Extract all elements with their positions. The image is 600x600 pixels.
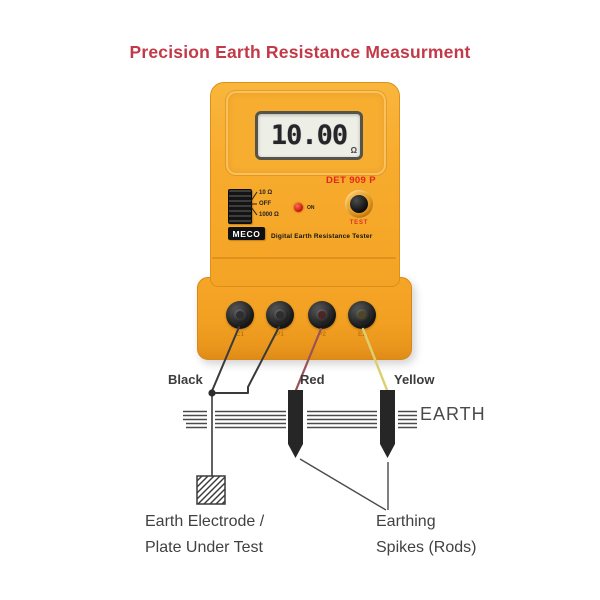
spikes-caption-line2: Spikes (Rods) [376,539,477,556]
lcd-display: 10.00 Ω [255,111,363,160]
power-led-label: ON [307,205,315,211]
terminal-label-c1: C1 [235,331,245,338]
power-led-icon [294,203,303,212]
wire-junction-dot [208,389,216,397]
range-option-1000-ohm: 1000 Ω [259,212,279,218]
lcd-unit-ohm: Ω [350,146,357,155]
terminal-p1 [266,301,294,329]
range-option-off: OFF [259,201,271,207]
range-option-10-ohm: 10 Ω [259,190,273,196]
earthing-spike-left [288,390,303,458]
electrode-caption: Earth Electrode / Plate Under Test [145,509,264,561]
earth-electrode-plate [196,475,226,505]
earth-label: EARTH [420,404,486,424]
spikes-caption-line1: Earthing [376,513,436,530]
test-button [350,195,368,213]
electrode-caption-line1: Earth Electrode / [145,513,265,530]
spikes-caption: Earthing Spikes (Rods) [376,509,476,561]
red-wire-label: Red [300,372,325,387]
terminal-socket [358,311,366,319]
test-button-label: TEST [349,220,369,226]
terminal-label-e2: E2 [358,331,366,338]
yellow-wire-label: Yellow [394,372,435,387]
terminal-socket [236,311,244,319]
product-name-label: Digital Earth Resistance Tester [271,233,373,240]
terminal-socket [318,311,326,319]
terminal-socket [276,311,284,319]
lcd-reading: 10.00 [270,120,348,151]
earthing-spike-right [380,390,395,458]
brand-logo: MECO [228,227,265,240]
spikes-leader-lines [299,458,389,511]
earth-ground-lines [183,410,417,429]
model-label: DET 909 P [325,175,377,186]
terminal-c1 [226,301,254,329]
terminal-label-p1: P1 [276,331,284,338]
terminal-p2 [308,301,336,329]
terminal-label-p2: P2 [318,331,326,338]
terminal-e2 [348,301,376,329]
electrode-caption-line2: Plate Under Test [145,539,263,556]
range-selector-switch [228,189,252,224]
device-seam-line [212,257,396,259]
black-wire-label: Black [168,372,203,387]
page-title: Precision Earth Resistance Measurment [129,42,471,62]
